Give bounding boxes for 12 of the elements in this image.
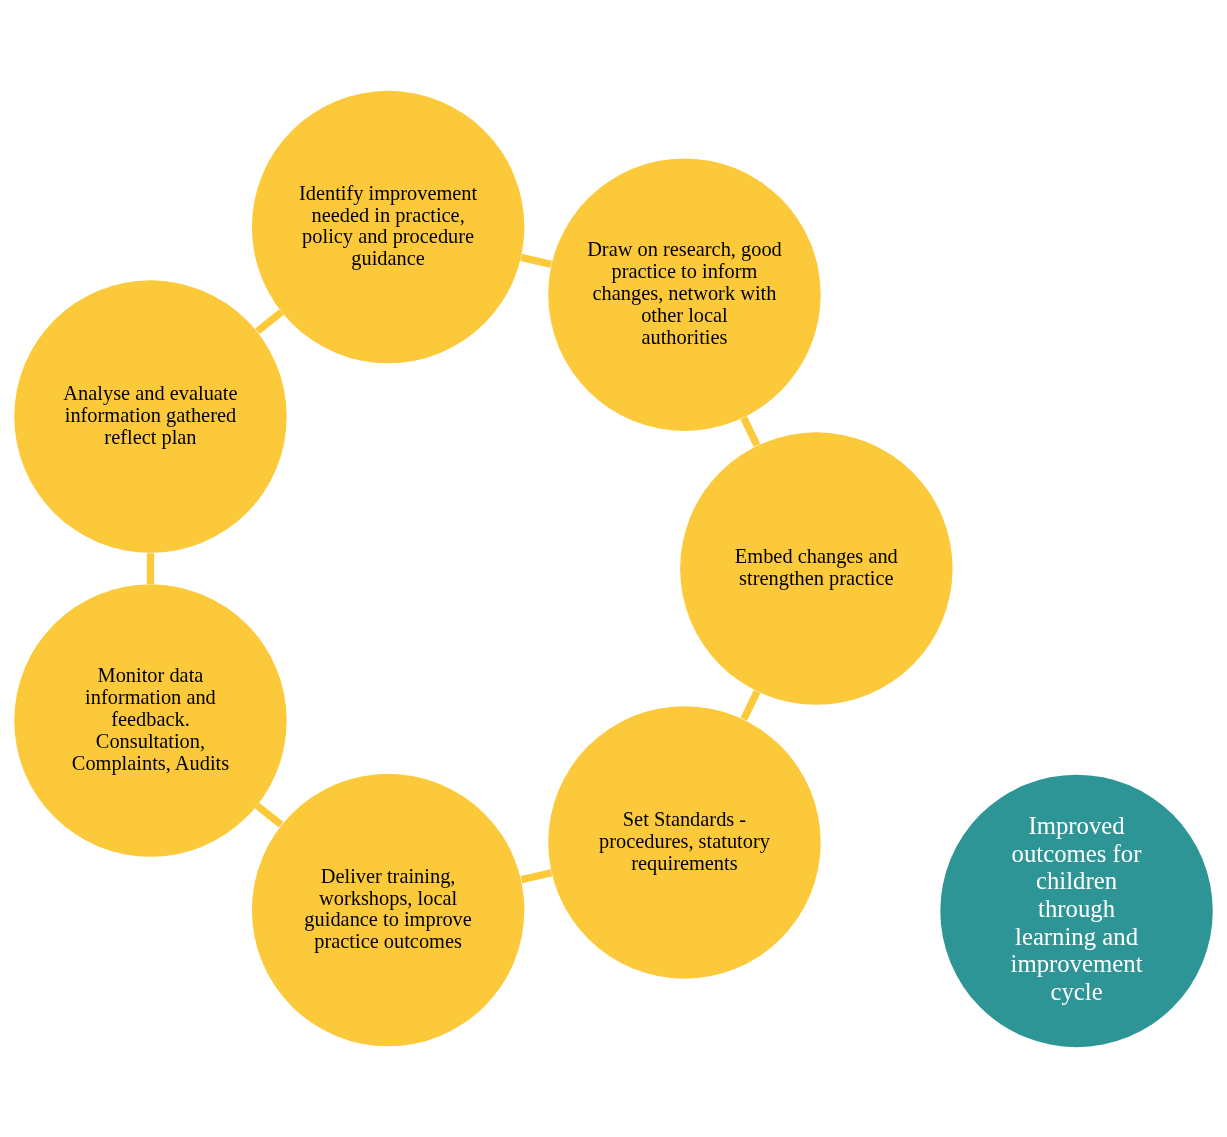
node-circle: Set Standards - procedures, statutory requirements	[548, 705, 821, 979]
node-circle: Identify improvement needed in practice, policy and procedure guidance	[251, 90, 525, 363]
connector	[520, 868, 553, 883]
node-circle: Draw on research, good practice to inform changes, network with other local authorities	[548, 157, 821, 431]
connector	[740, 415, 761, 447]
connector	[254, 802, 284, 828]
connector	[255, 308, 284, 334]
node-circle: Improved outcomes for children through learning and improvement cycle	[940, 774, 1213, 1047]
node-circle: Embed changes and strengthen practice	[680, 431, 953, 705]
connector	[146, 552, 155, 584]
connector	[520, 253, 553, 268]
connector	[740, 689, 761, 721]
